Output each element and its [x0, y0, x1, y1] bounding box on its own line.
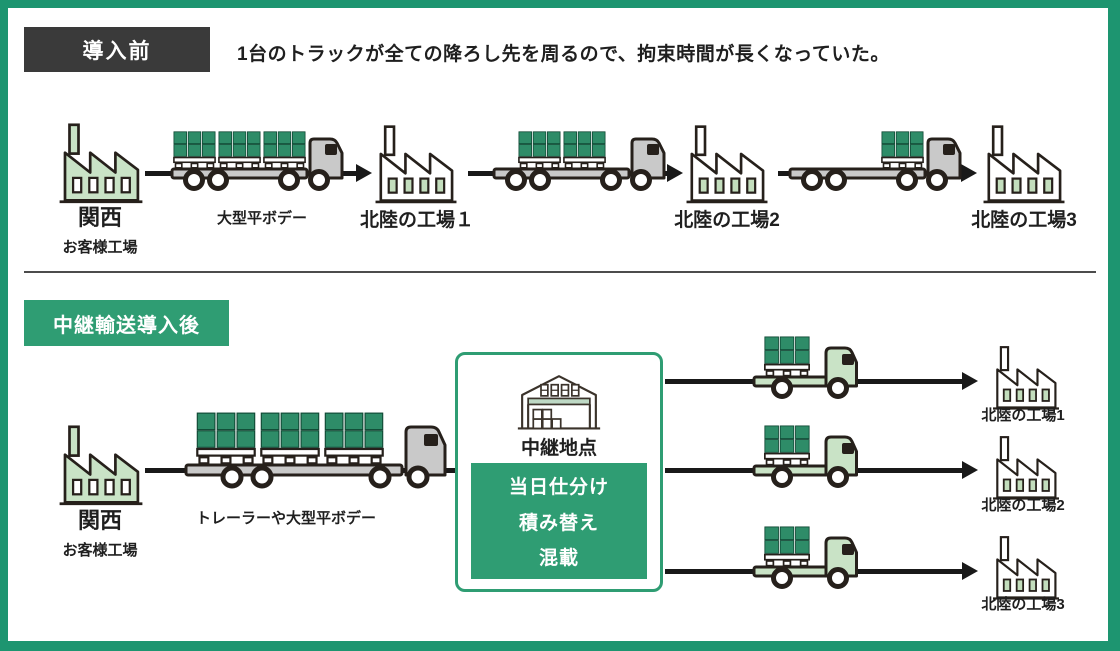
hub-operation-2: 積み替え	[518, 512, 599, 534]
before-stop-2-label: 北陸の工場2	[674, 210, 780, 231]
factory-icon	[990, 435, 1062, 501]
factory-icon	[990, 345, 1062, 411]
cargo-icon	[263, 131, 306, 169]
truck-icon	[492, 131, 666, 191]
hub-operation-1: 当日仕分け	[508, 476, 609, 498]
before-truck-label: 大型平ボデー	[216, 210, 307, 227]
before-headline: 1台のトラックが全ての降ろし先を周るので、拘束時間が長くなっていた。	[237, 44, 890, 65]
cargo-icon	[260, 412, 320, 465]
cargo-icon	[764, 336, 810, 377]
factory-icon	[990, 535, 1062, 601]
after-destination-3-label: 北陸の工場3	[981, 596, 1065, 613]
cargo-icon	[196, 412, 256, 465]
hub-operation-3: 混載	[538, 548, 579, 570]
after-origin-subtitle: お客様工場	[62, 542, 138, 559]
before-badge-label: 導入前	[82, 39, 152, 63]
before-badge: 導入前	[24, 27, 210, 72]
truck-icon	[170, 131, 344, 191]
section-divider	[24, 271, 1096, 273]
cargo-icon	[324, 412, 384, 465]
before-stop-3-label: 北陸の工場3	[971, 210, 1077, 231]
after-origin-name: 関西	[77, 508, 122, 533]
relay-hub-card: 中継地点 当日仕分け 積み替え 混載	[455, 352, 663, 592]
cargo-icon	[764, 425, 810, 466]
cargo-icon	[518, 131, 561, 169]
before-origin-name: 関西	[77, 205, 122, 230]
hub-operations-box: 当日仕分け 積み替え 混載	[471, 463, 647, 579]
after-badge-label: 中継輸送導入後	[53, 314, 200, 337]
truck-icon	[752, 425, 858, 488]
after-destination-1-label: 北陸の工場1	[981, 407, 1065, 424]
after-truck-label: トレーラーや大型平ボデー	[195, 510, 376, 527]
before-origin-subtitle: お客様工場	[62, 239, 138, 256]
hub-name: 中継地点	[520, 438, 597, 459]
after-destination-2-label: 北陸の工場2	[981, 497, 1065, 514]
warehouse-icon	[516, 371, 602, 431]
before-stop-1-label: 北陸の工場１	[359, 210, 474, 231]
factory-icon	[683, 124, 771, 205]
after-badge: 中継輸送導入後	[24, 300, 229, 346]
factory-icon	[372, 124, 460, 205]
truck-icon	[752, 526, 858, 589]
cargo-icon	[881, 131, 924, 169]
truck-icon	[788, 131, 962, 191]
cargo-icon	[764, 526, 810, 567]
truck-icon	[184, 412, 447, 489]
factory-icon	[56, 424, 146, 507]
factory-icon	[56, 122, 146, 205]
factory-icon	[980, 124, 1068, 205]
truck-icon	[752, 336, 858, 399]
cargo-icon	[173, 131, 216, 169]
cargo-icon	[563, 131, 606, 169]
cargo-icon	[218, 131, 261, 169]
